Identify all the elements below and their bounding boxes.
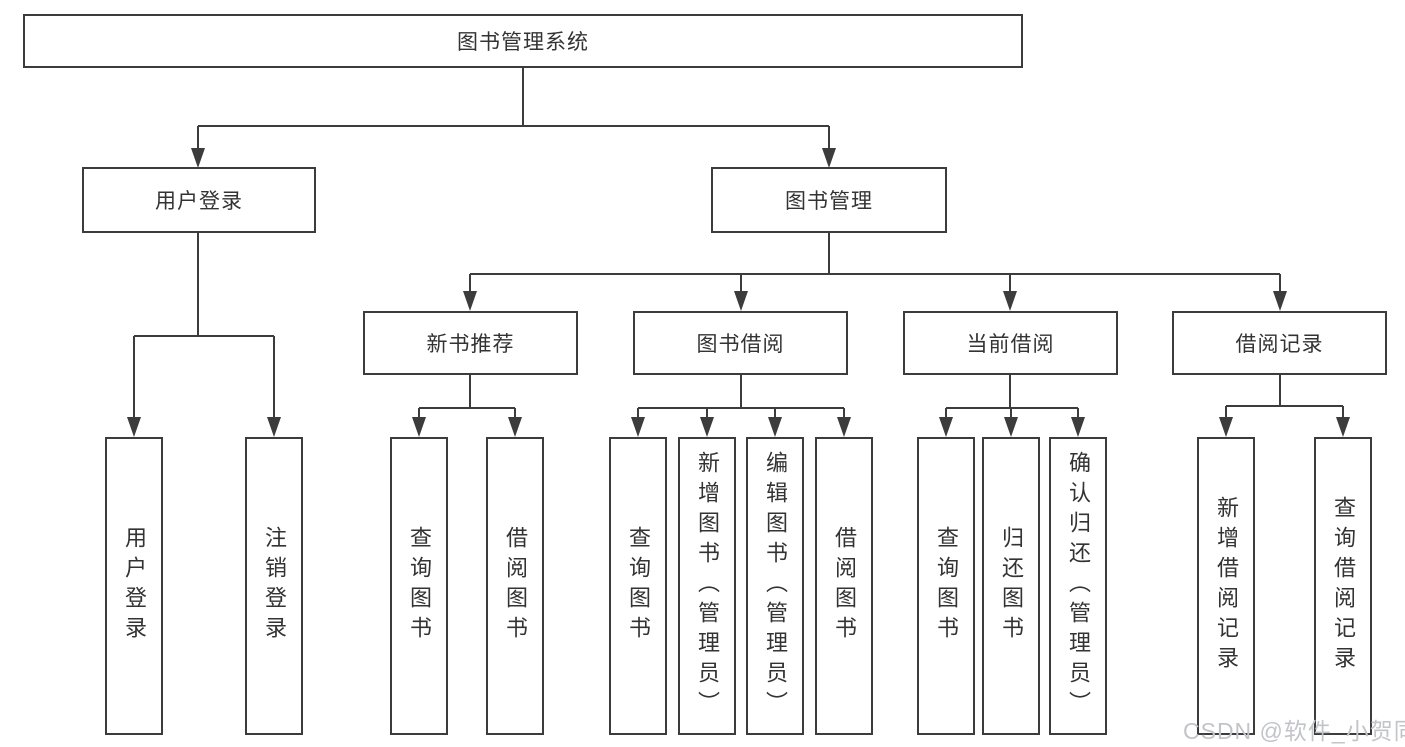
leaf-box-query-books-2: 查询图书	[609, 437, 667, 735]
branch-label: 当前借阅	[966, 333, 1055, 356]
leaf-box-edit-books-admin: 编辑图书（管理员）	[746, 437, 804, 735]
leaf-box-return-books: 归还图书	[982, 437, 1040, 735]
branch-box-new-book-recommendation: 新书推荐	[363, 311, 578, 375]
leaf-label: 查询图书	[407, 526, 432, 646]
connector-user-login-children	[127, 233, 281, 437]
leaf-box-confirm-return-admin: 确认归还（管理员）	[1049, 437, 1107, 735]
leaf-label: 用户登录	[122, 526, 147, 646]
leaf-box-user-login: 用户登录	[105, 437, 163, 735]
leaf-label: 归还图书	[999, 526, 1024, 646]
leaf-label: 借阅图书	[503, 526, 528, 646]
root-box-library-management-system: 图书管理系统	[23, 14, 1023, 68]
leaf-label: 查询图书	[934, 526, 959, 646]
leaf-label: 注销登录	[262, 526, 287, 646]
leaf-box-query-books-1: 查询图书	[390, 437, 448, 735]
leaf-label: 新增图书（管理员）	[695, 451, 720, 721]
leaf-label: 查询图书	[626, 526, 651, 646]
branch-label: 借阅记录	[1235, 333, 1324, 356]
leaf-box-borrow-books-1: 借阅图书	[486, 437, 544, 735]
leaf-box-query-books-3: 查询图书	[917, 437, 975, 735]
leaf-box-borrow-books-2: 借阅图书	[815, 437, 873, 735]
root-label: 图书管理系统	[457, 31, 589, 54]
leaf-box-logout: 注销登录	[245, 437, 303, 735]
leaf-box-add-borrow-record: 新增借阅记录	[1197, 437, 1255, 735]
leaf-label: 编辑图书（管理员）	[763, 451, 788, 721]
connector-root-to-level1	[191, 68, 836, 168]
branch-label: 图书管理	[785, 190, 873, 213]
branch-box-borrowing-records: 借阅记录	[1172, 311, 1387, 375]
connector-borrow-records-children	[1219, 375, 1350, 437]
leaf-box-query-borrow-record: 查询借阅记录	[1314, 437, 1372, 735]
connector-book-mgmt-children	[463, 233, 1287, 311]
branch-box-book-management: 图书管理	[711, 167, 947, 233]
connector-current-borrow-children	[939, 375, 1085, 437]
leaf-label: 借阅图书	[832, 526, 857, 646]
leaf-label: 查询借阅记录	[1331, 496, 1356, 676]
branch-box-user-login: 用户登录	[82, 167, 316, 233]
leaf-label: 新增借阅记录	[1214, 496, 1239, 676]
leaf-label: 确认归还（管理员）	[1066, 451, 1091, 721]
connector-new-book-rec-children	[412, 375, 522, 437]
branch-box-book-borrowing: 图书借阅	[633, 311, 848, 375]
csdn-watermark: CSDN @软件_小贺同学	[1183, 718, 1405, 744]
branch-label: 用户登录	[155, 190, 243, 213]
branch-box-current-borrowing: 当前借阅	[903, 311, 1118, 375]
branch-label: 新书推荐	[426, 333, 515, 356]
connector-book-borrow-children	[631, 375, 851, 437]
branch-label: 图书借阅	[696, 333, 785, 356]
leaf-box-add-books-admin: 新增图书（管理员）	[678, 437, 736, 735]
